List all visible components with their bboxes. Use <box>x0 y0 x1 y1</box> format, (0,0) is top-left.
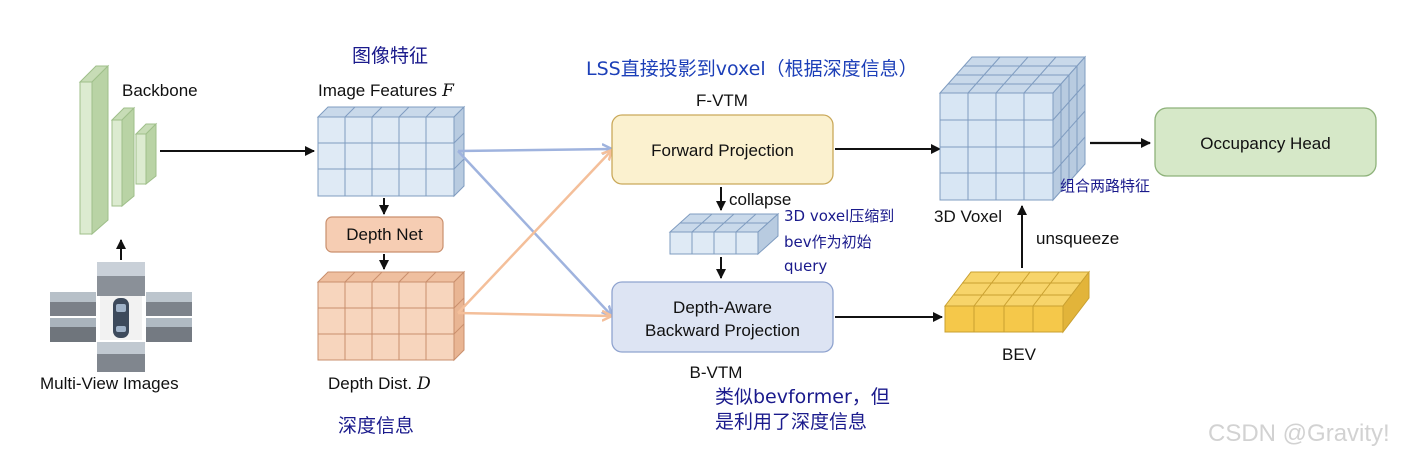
depth-aware-label: Depth-Aware <box>673 298 772 317</box>
forward-projection-box <box>611 114 834 185</box>
image-features-zh-label: 图像特征 <box>352 45 428 67</box>
multi-view-images <box>50 262 192 372</box>
multi-view-images-label: Multi-View Images <box>40 374 179 393</box>
backbone-block <box>78 64 158 236</box>
depth-net-box <box>325 216 444 253</box>
depth-dist-symbol: D <box>416 374 431 394</box>
depth-dist-label: Depth Dist.D <box>328 374 431 394</box>
image-features-grid <box>316 105 466 198</box>
collapse-note-line2: bev作为初始 <box>784 233 872 251</box>
collapse-note-line3: query <box>784 257 827 275</box>
voxel-3d-label: 3D Voxel <box>934 207 1002 226</box>
depth-dist-text: Depth Dist. <box>328 374 412 393</box>
backward-projection-label: Backward Projection <box>645 321 800 340</box>
b-vtm-label: B-VTM <box>690 363 743 382</box>
combine-note: 组合两路特征 <box>1060 177 1150 195</box>
depth-dist-grid <box>316 270 466 362</box>
bvtm-note-line2: 是利用了深度信息 <box>715 411 867 433</box>
voxel-3d-cube <box>938 55 1087 202</box>
collapse-label: collapse <box>729 190 791 209</box>
backward-projection-box <box>611 281 834 353</box>
bev-label: BEV <box>1002 345 1037 364</box>
watermark: CSDN @Gravity! <box>1208 420 1390 447</box>
line-features-to-forward <box>457 149 612 151</box>
forward-projection-label: Forward Projection <box>651 141 794 160</box>
line-features-to-backward <box>457 150 612 316</box>
occupancy-head-box <box>1154 107 1377 177</box>
lss-note: LSS直接投影到voxel（根据深度信息） <box>586 58 918 80</box>
image-features-text: Image Features <box>318 81 437 100</box>
f-vtm-label: F-VTM <box>696 91 748 110</box>
collapsed-bev-plate <box>668 212 780 256</box>
backbone-label: Backbone <box>122 81 198 100</box>
depth-info-zh-label: 深度信息 <box>338 415 414 437</box>
bvtm-note-line1: 类似bevformer，但 <box>715 386 890 408</box>
depth-net-label: Depth Net <box>346 225 423 244</box>
image-features-symbol: F <box>441 81 455 101</box>
bev-plate <box>943 270 1091 334</box>
line-depth-to-backward <box>457 313 612 316</box>
occupancy-head-label: Occupancy Head <box>1200 134 1330 153</box>
line-depth-to-forward <box>457 150 612 314</box>
collapse-note-line1: 3D voxel压缩到 <box>784 207 894 225</box>
unsqueeze-label: unsqueeze <box>1036 229 1119 248</box>
